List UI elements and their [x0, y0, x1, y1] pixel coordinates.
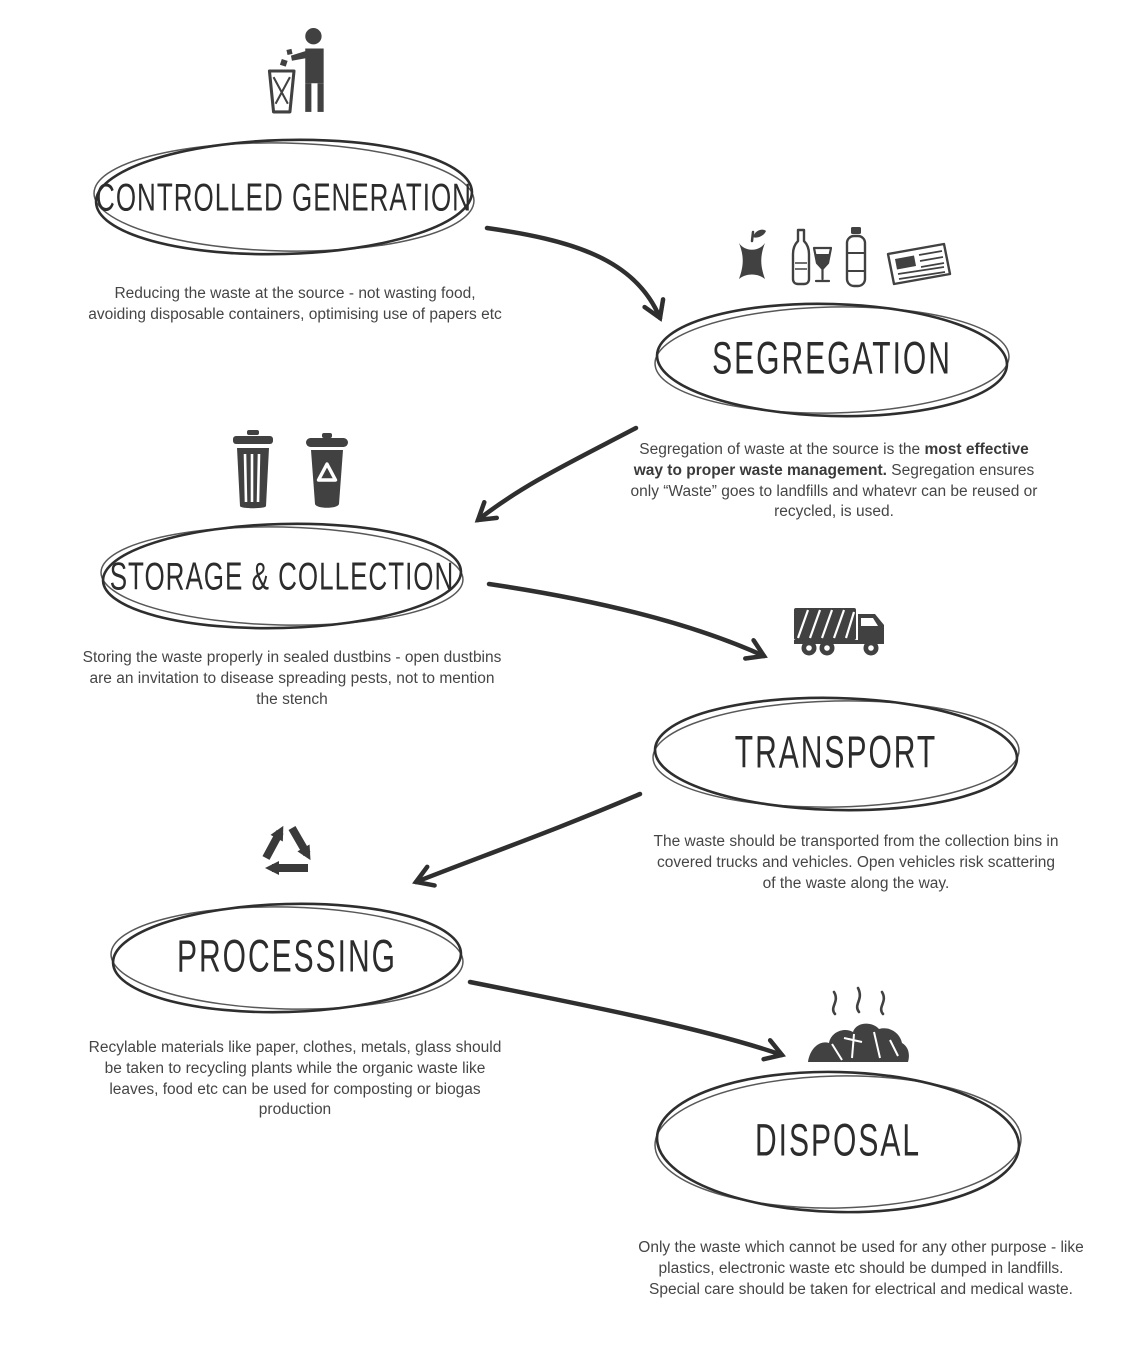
- step-title: SEGREGATION: [712, 334, 952, 385]
- sketch-ellipse: [93, 138, 475, 256]
- segregation-bubble: SEGREGATION: [650, 298, 1014, 422]
- person-littering-icon: [253, 26, 335, 116]
- step-title: CONTROLLED GENERATION: [96, 173, 472, 219]
- step-title: PROCESSING: [176, 932, 398, 983]
- sketch-ellipse: [100, 522, 464, 630]
- step-title: TRANSPORT: [734, 728, 938, 779]
- step-description: Segregation of waste at the source is th…: [628, 440, 1040, 523]
- sketch-ellipse: [110, 902, 464, 1014]
- sketch-ellipse: [652, 696, 1020, 812]
- step-description: Reducing the waste at the source - not w…: [88, 285, 502, 323]
- controlled-generation-bubble: CONTROLLED GENERATION: [88, 133, 480, 261]
- sketch-ellipse: [654, 302, 1010, 418]
- arrow-segregation-to-storage: [474, 425, 639, 523]
- processing-bubble: PROCESSING: [106, 898, 468, 1018]
- garbage-truck-icon: [792, 600, 900, 658]
- newspaper-icon: [884, 240, 960, 290]
- landfill-pile-icon: [802, 982, 914, 1068]
- arrow-storage-to-transport: [486, 581, 768, 661]
- disposal-bubble: DISPOSAL: [650, 1066, 1026, 1218]
- dustbin-icon: [228, 428, 278, 512]
- recycle-bin-icon: [302, 432, 352, 512]
- description-text: Segregation of waste at the source is th…: [639, 441, 925, 458]
- arrow-generation-to-segregation: [484, 225, 666, 322]
- water-bottle-icon: [842, 226, 870, 288]
- step-description: Recylable materials like paper, clothes,…: [88, 1039, 502, 1119]
- step-title: DISPOSAL: [754, 1116, 922, 1167]
- arrow-transport-to-processing: [412, 791, 643, 888]
- step-description: Storing the waste properly in sealed dus…: [82, 649, 502, 708]
- step-description: Only the waste which cannot be used for …: [638, 1239, 1084, 1298]
- recycle-symbol-icon: [246, 806, 326, 886]
- description-bold-text: most effective way to proper waste manag…: [633, 441, 1029, 479]
- storage-collection-bubble: STORAGE & COLLECTION: [96, 518, 468, 634]
- sketch-ellipse: [654, 1070, 1022, 1214]
- transport-bubble: TRANSPORT: [648, 692, 1024, 816]
- arrow-processing-to-disposal: [467, 979, 787, 1062]
- apple-core-icon: [732, 228, 772, 286]
- step-description: The waste should be transported from the…: [653, 833, 1059, 892]
- description-text: Segregation ensures only “Waste” goes to…: [630, 461, 1038, 521]
- wine-bottle-and-glass-icon: [786, 228, 832, 286]
- step-title: STORAGE & COLLECTION: [109, 552, 455, 598]
